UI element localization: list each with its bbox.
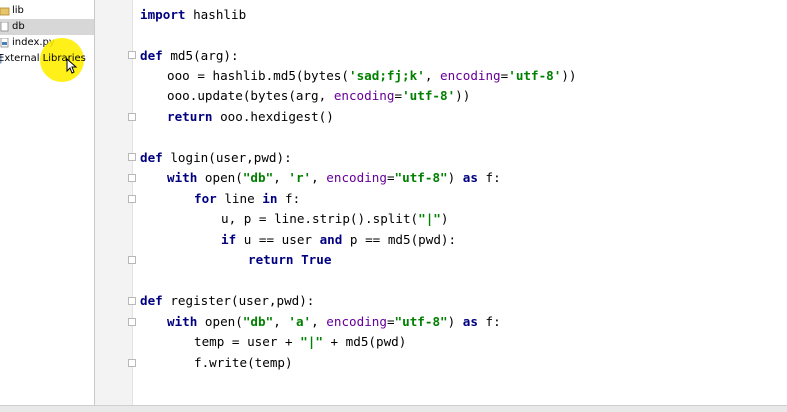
tree-item-label: External Libraries [0, 53, 86, 64]
tree-item-label: lib [12, 5, 24, 16]
code-line: for line in f: [194, 191, 301, 206]
code-line: def login(user,pwd): [140, 150, 292, 165]
fold-marker-icon[interactable] [128, 318, 136, 326]
fold-marker-icon[interactable] [128, 174, 136, 182]
project-tool-window: lib db index.py External Libraries [0, 0, 95, 411]
cursor-highlight [40, 38, 84, 82]
fold-marker-icon[interactable] [128, 359, 136, 367]
code-line: def register(user,pwd): [140, 293, 315, 308]
code-line: u, p = line.strip().split("|") [221, 211, 449, 226]
code-line: ooo.update(bytes(arg, encoding='utf-8')) [167, 88, 471, 103]
python-file-icon [0, 37, 10, 48]
mouse-pointer-icon [66, 58, 78, 74]
editor-gutter [95, 0, 133, 411]
folder-icon [0, 6, 10, 16]
code-line: import hashlib [140, 7, 247, 22]
fold-marker-icon[interactable] [128, 153, 136, 161]
code-line: with open("db", 'r', encoding="utf-8") a… [167, 170, 501, 185]
tree-item-external-libraries[interactable]: External Libraries [0, 51, 94, 67]
tree-item-db[interactable]: db [0, 19, 94, 35]
tree-item-label: index.py [12, 37, 55, 48]
code-line: return ooo.hexdigest() [167, 109, 334, 124]
horizontal-scrollbar[interactable] [0, 405, 787, 412]
code-editor[interactable]: import hashlib def md5(arg): ooo = hashl… [136, 0, 787, 405]
fold-marker-icon[interactable] [128, 256, 136, 264]
code-line: ooo = hashlib.md5(bytes('sad;fj;k', enco… [167, 68, 577, 83]
library-icon [0, 54, 2, 64]
code-line: if u == user and p == md5(pwd): [221, 232, 457, 247]
fold-marker-icon[interactable] [128, 297, 136, 305]
tree-item-lib[interactable]: lib [0, 3, 94, 19]
tree-item-index-py[interactable]: index.py [0, 35, 94, 51]
code-line: return True [248, 252, 332, 267]
code-line: def md5(arg): [140, 48, 239, 63]
fold-marker-icon[interactable] [128, 51, 136, 59]
code-line: with open("db", 'a', encoding="utf-8") a… [167, 314, 501, 329]
tree-item-label: db [12, 21, 25, 32]
fold-marker-icon[interactable] [128, 195, 136, 203]
fold-marker-icon[interactable] [128, 113, 136, 121]
code-line: temp = user + "|" + md5(pwd) [194, 334, 407, 349]
file-icon [0, 21, 10, 32]
code-line: f.write(temp) [194, 355, 293, 370]
